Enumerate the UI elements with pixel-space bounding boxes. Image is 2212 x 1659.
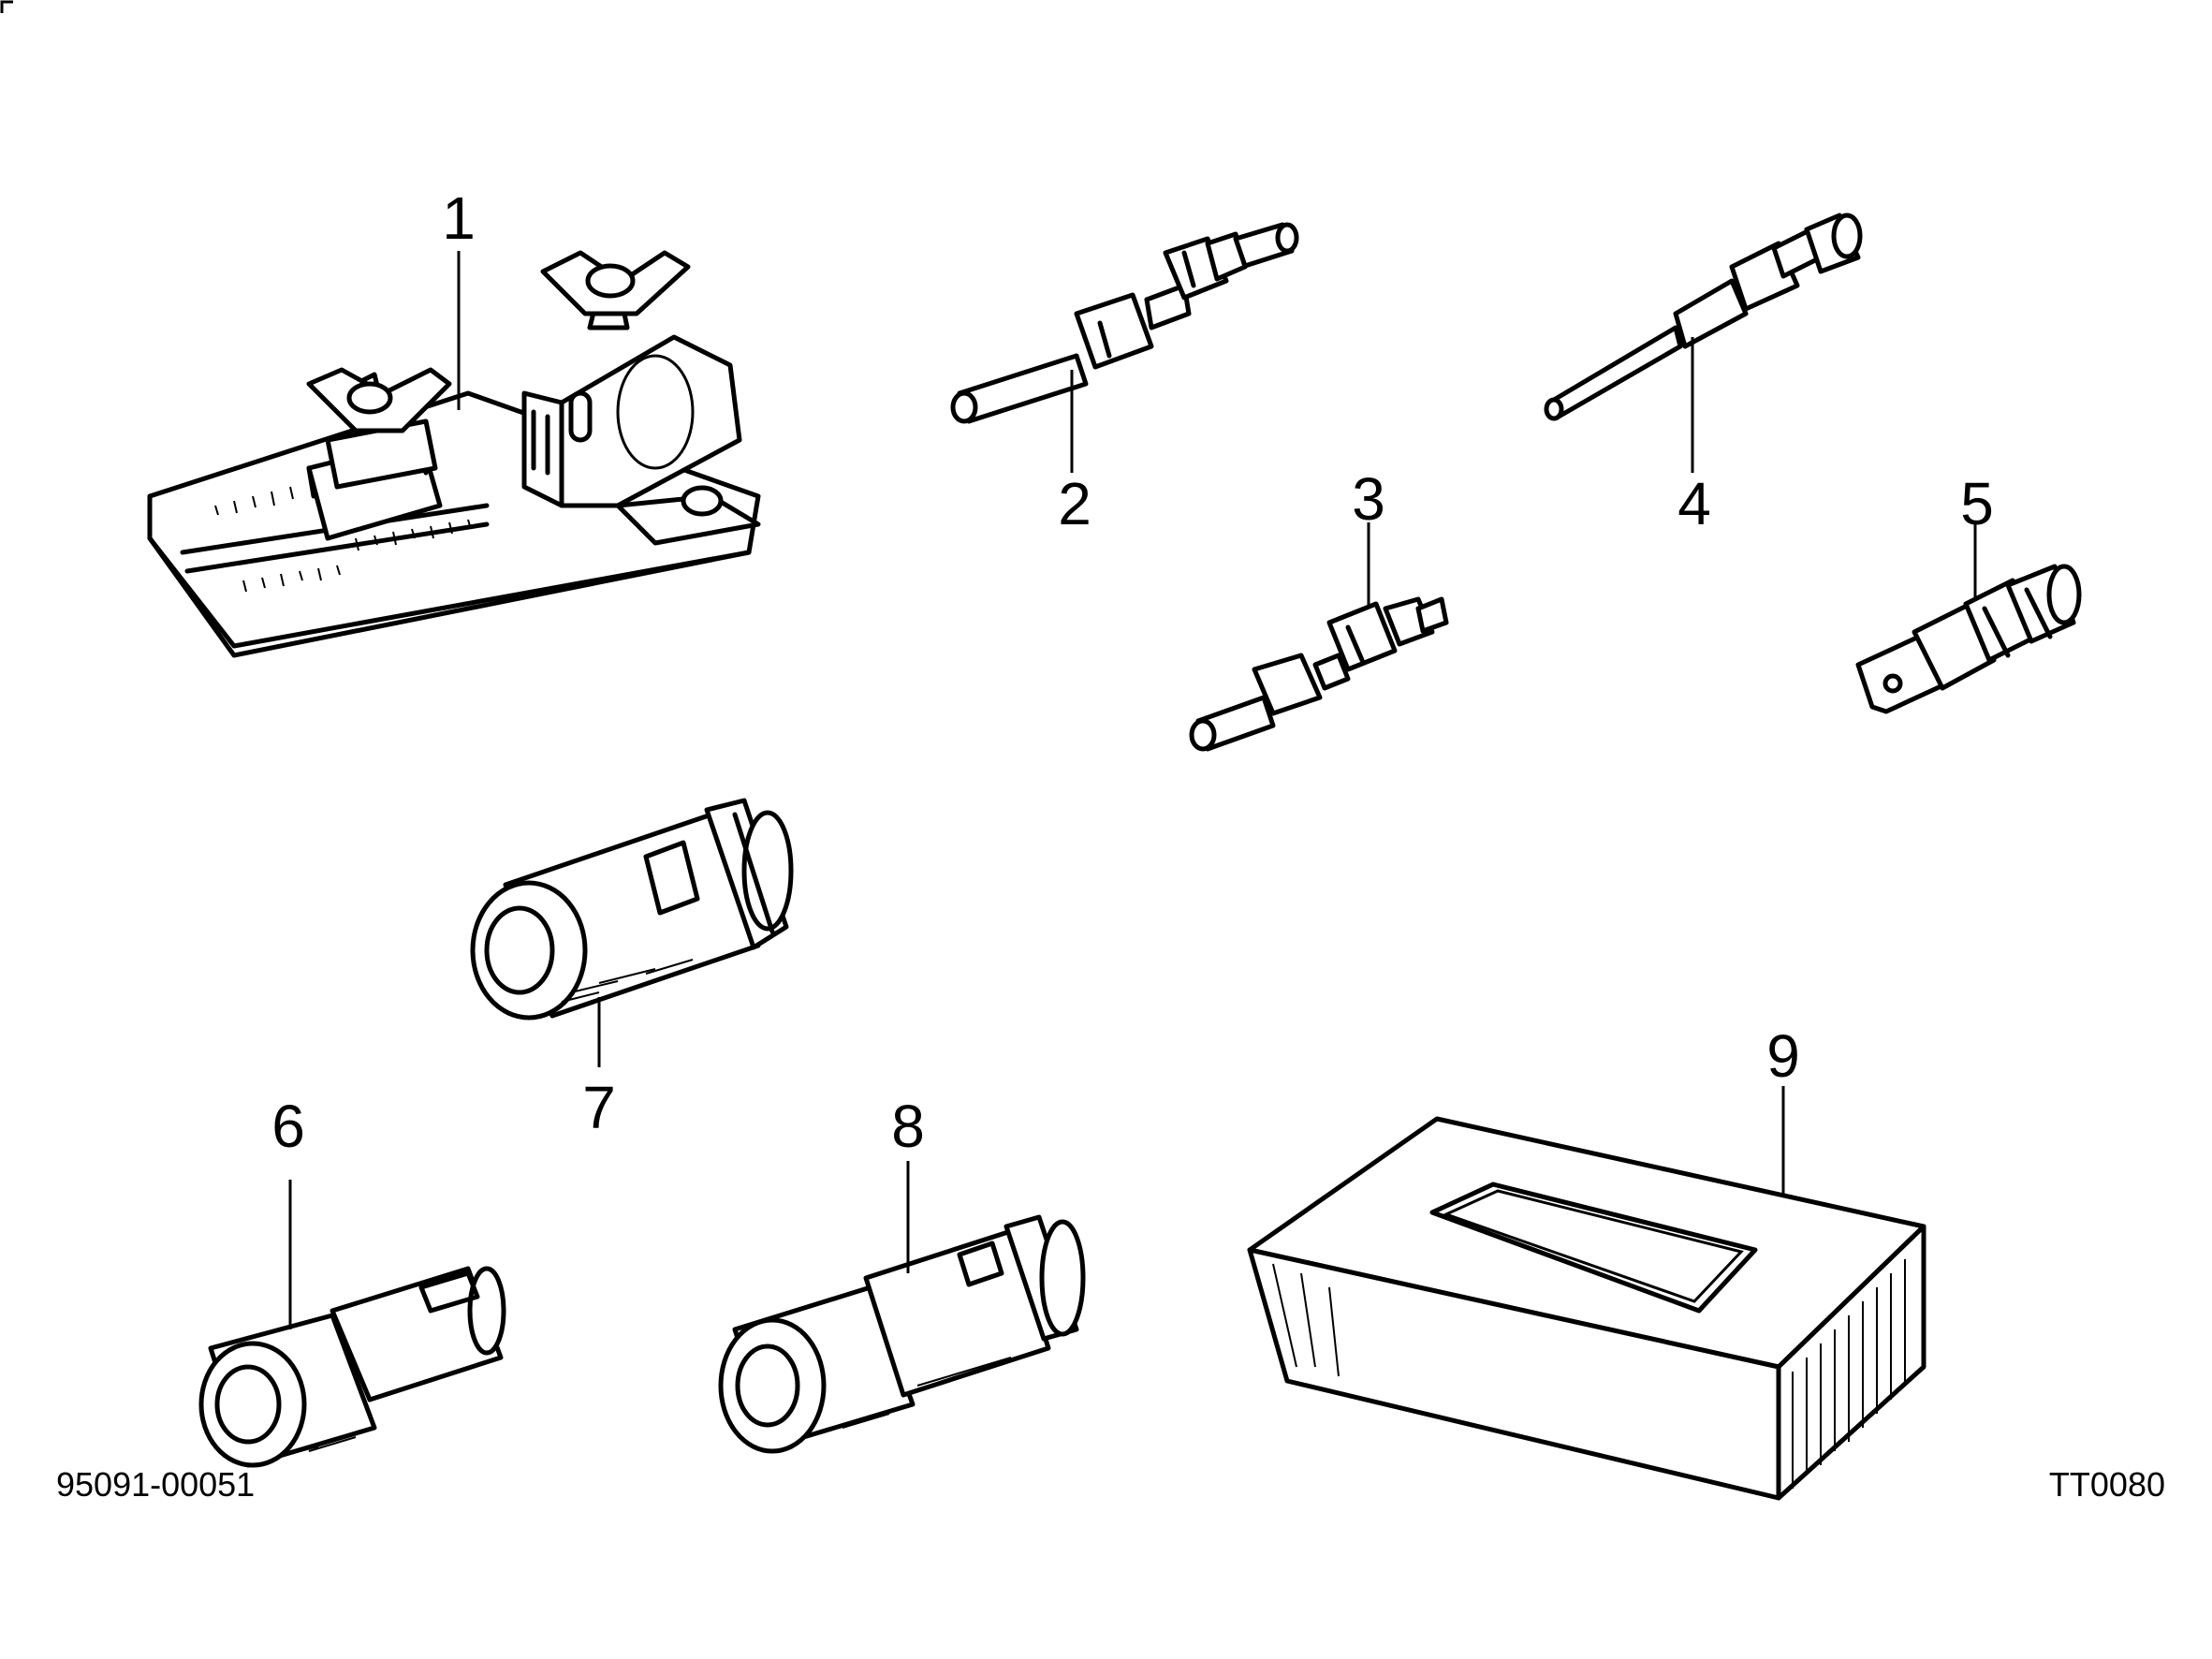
part-9-case [1247,1116,1926,1501]
callout-8: 8 [891,1093,925,1160]
callout-6: 6 [271,1093,305,1160]
corner-mark [0,0,13,13]
callout-5: 5 [1960,470,1994,537]
callout-4: 4 [1677,470,1711,537]
figure-code: TT0080 [2048,1465,2165,1504]
part-6-sleeve [198,1266,506,1468]
drawing-number: 95091-00051 [56,1465,256,1504]
callout-7: 7 [582,1074,616,1141]
part-2-adapter [950,222,1299,424]
part-4-probe [1544,213,1863,421]
callout-1: 1 [442,184,476,252]
callout-3: 3 [1352,465,1385,533]
part-1-fixture [147,250,761,658]
callout-2: 2 [1058,470,1091,537]
part-3-adapter [1189,596,1449,752]
part-5-adapter [1855,564,2082,714]
part-7-sleeve [470,798,794,1020]
callout-9: 9 [1766,1022,1800,1090]
part-8-sleeve [718,1214,1086,1454]
